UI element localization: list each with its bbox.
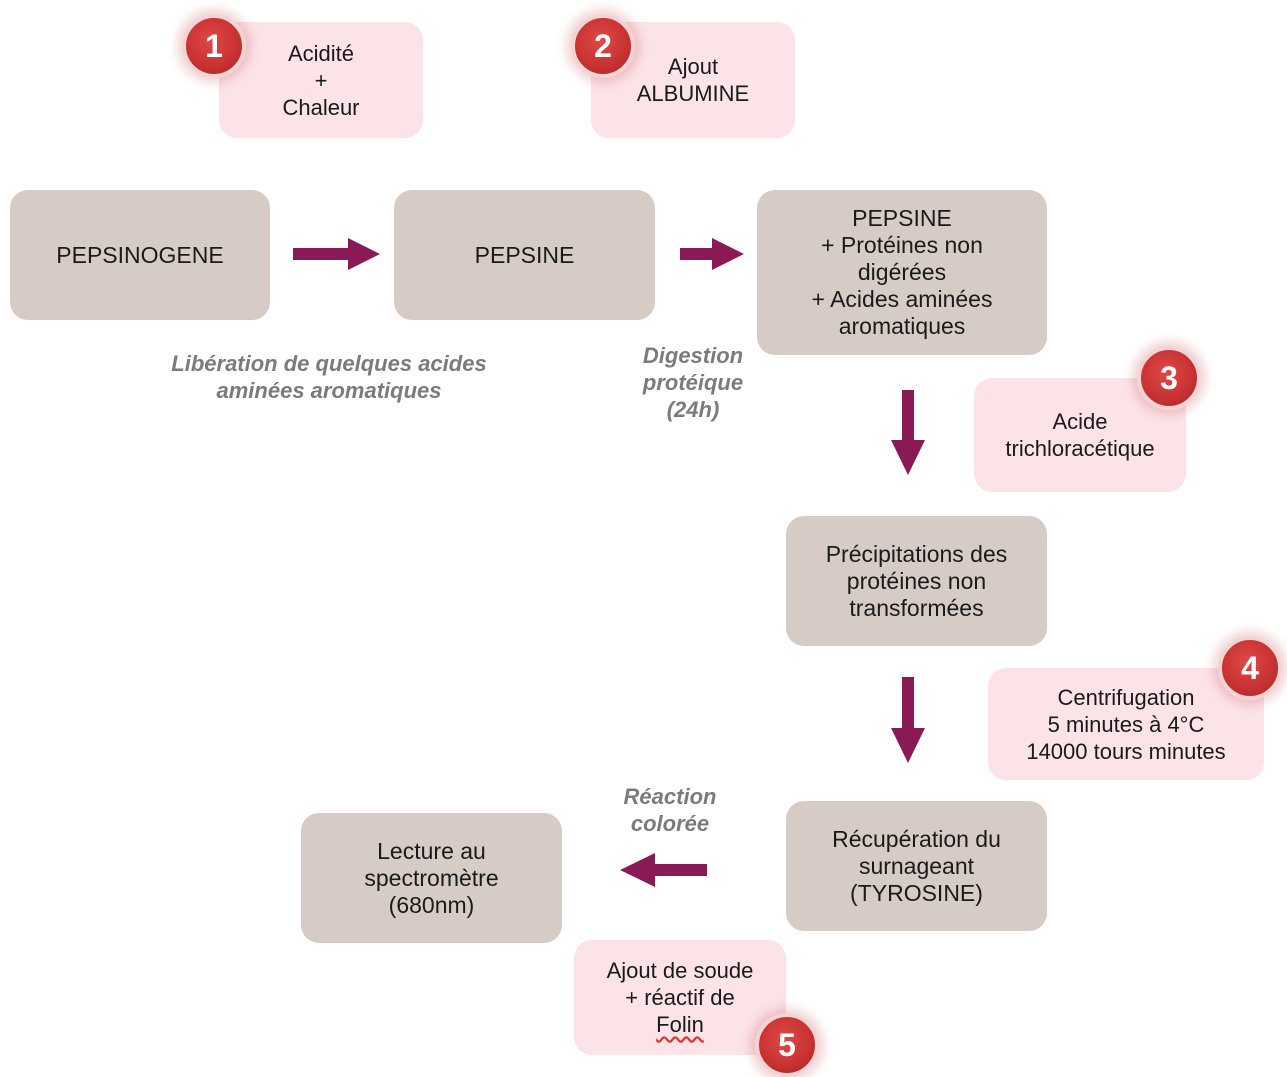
condition-5-box: Ajout de soude + réactif de Folin	[574, 940, 786, 1055]
step-pepsine: PEPSINE	[394, 190, 655, 320]
label-liberation: Libération de quelques acides aminées ar…	[171, 351, 487, 403]
badge-2: 2	[571, 14, 635, 78]
badge-1: 1	[182, 14, 246, 78]
badge-5: 5	[755, 1013, 819, 1077]
badge-4: 4	[1218, 636, 1282, 700]
label-digestion: Digestion protéique (24h)	[642, 343, 744, 422]
condition-5-text-folin: Folin	[656, 1012, 704, 1037]
arrow-down-1	[891, 390, 925, 475]
arrow-down-2	[891, 677, 925, 763]
step-recuperation: Récupération du surnageant (TYROSINE)	[786, 801, 1047, 931]
condition-4-box: Centrifugation 5 minutes à 4°C 14000 tou…	[988, 668, 1264, 780]
arrow-right-2	[680, 238, 744, 270]
step-precipitations: Précipitations des protéines non transfo…	[786, 516, 1047, 646]
label-reaction: Réaction colorée	[623, 784, 717, 836]
arrow-right-1	[293, 238, 380, 270]
arrow-left-1	[620, 853, 707, 887]
step-pepsinogene: PEPSINOGENE	[10, 190, 270, 320]
step-pepsine-mix: PEPSINE + Protéines non digérées + Acide…	[757, 190, 1047, 355]
badge-3: 3	[1137, 346, 1201, 410]
step-lecture: Lecture au spectromètre (680nm)	[301, 813, 562, 943]
condition-5-text: Ajout de soude + réactif de	[606, 958, 754, 1010]
condition-1-box: Acidité + Chaleur	[219, 22, 423, 138]
